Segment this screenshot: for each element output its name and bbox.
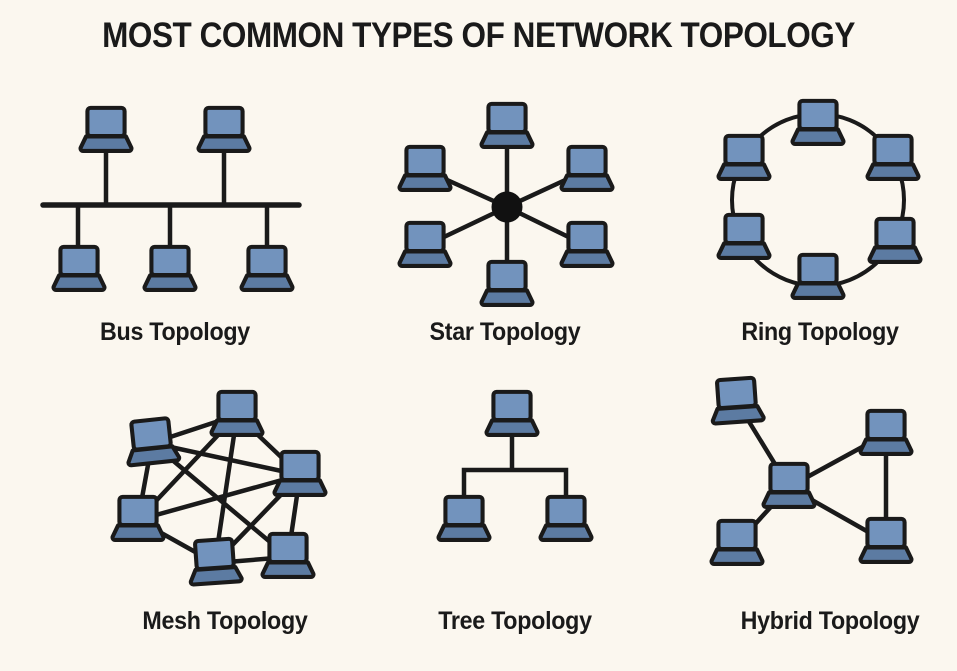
laptop-icon [861,411,912,454]
laptop-icon [263,534,314,577]
laptop-icon [199,108,250,151]
ring-topology-diagram [680,95,950,315]
laptop-icon [712,521,763,564]
hub-node [491,191,523,223]
laptop-icon [54,247,105,290]
connection-line [149,440,303,478]
laptop-icon [487,392,538,435]
laptop-icon [710,377,764,423]
laptop-icon [275,452,326,495]
laptop-icon [400,223,451,266]
caption-mesh-topology: Mesh Topology [142,607,308,635]
caption-star-topology: Star Topology [429,318,581,346]
laptop-icon [188,538,242,584]
tree-topology-diagram [400,385,630,605]
laptop-icon [113,497,164,540]
caption-bus-topology: Bus Topology [100,318,250,346]
laptop-icon [482,104,533,147]
laptop-icon [719,136,770,179]
laptop-icon [562,223,613,266]
laptop-icon [861,519,912,562]
laptop-icon [124,417,179,465]
laptop-icon [719,215,770,258]
caption-hybrid-topology: Hybrid Topology [740,607,920,635]
caption-ring-topology: Ring Topology [741,318,899,346]
caption-tree-topology: Tree Topology [438,607,592,635]
page-title: MOST COMMON TYPES OF NETWORK TOPOLOGY [102,16,855,55]
laptop-icon [212,392,263,435]
laptop-icon [81,108,132,151]
connection-line [135,472,303,523]
laptop-icon [764,464,815,507]
laptop-icon [868,136,919,179]
star-topology-diagram [370,95,640,315]
laptop-icon [541,497,592,540]
laptop-icon [145,247,196,290]
laptop-icon [793,101,844,144]
laptop-icon [242,247,293,290]
laptop-icon [870,219,921,262]
laptop-icon [482,262,533,305]
connection-line [461,434,569,500]
laptop-icon [793,255,844,298]
laptop-icon [400,147,451,190]
bus-topology-diagram [40,95,302,315]
mesh-topology-diagram [85,385,365,605]
laptop-icon [439,497,490,540]
hybrid-topology-diagram [690,375,950,595]
laptop-icon [562,147,613,190]
